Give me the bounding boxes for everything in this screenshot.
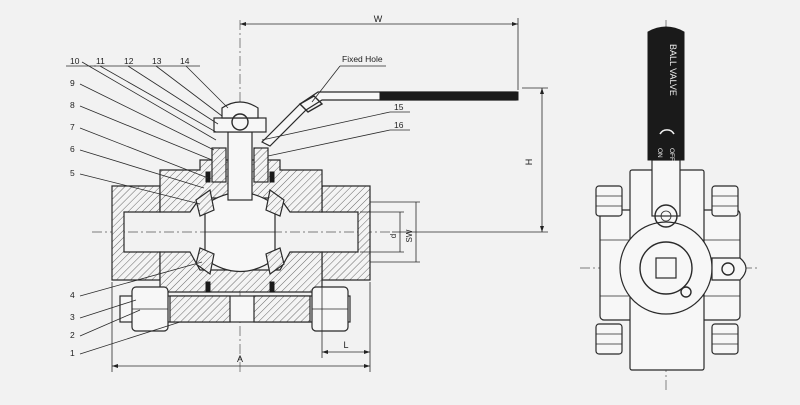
part-label-8: 8 [70, 100, 75, 110]
seat-upper-right [265, 188, 285, 217]
side-handle [647, 26, 685, 161]
dimension-h-label: H [524, 159, 534, 166]
stem [227, 131, 253, 201]
part-label-13: 13 [152, 56, 162, 66]
part-label-4: 4 [70, 290, 75, 300]
lock-pin [680, 286, 692, 298]
side-bolt-bottom-left [595, 323, 623, 355]
handle-label-on: ON [656, 148, 663, 158]
handle-grip [379, 91, 519, 101]
part-label-7: 7 [70, 122, 75, 132]
dimension-a: A [111, 282, 371, 372]
part-labels-top: 11 12 13 14 [94, 56, 229, 133]
part-label-9: 9 [70, 78, 75, 88]
lock-tab [711, 257, 747, 281]
part-label-11: 11 [96, 56, 105, 66]
handle-label-off: OFF [668, 148, 675, 161]
stem-square [655, 257, 677, 279]
bolt-body-left [169, 295, 231, 323]
on-off-arrow-icon [659, 129, 675, 135]
lock-tab-hole [721, 262, 735, 276]
part-label-6: 6 [70, 144, 75, 154]
side-hub-inner [639, 241, 693, 295]
side-bolt-top-right [711, 185, 739, 217]
dimension-d-label: d [389, 234, 398, 238]
bolt-body-right [253, 295, 311, 323]
part-labels-right: 15 16 [261, 102, 410, 157]
dimension-sw-label: SW [405, 229, 414, 242]
seat-lower-right [265, 247, 285, 276]
side-stem-nut [654, 204, 678, 228]
dimension-w: W [240, 14, 519, 90]
part-label-5: 5 [70, 168, 75, 178]
left-end-connector [111, 185, 161, 281]
part-labels-left: 1 2 3 4 5 6 7 8 9 10 [66, 56, 217, 358]
part-label-15: 15 [394, 102, 404, 112]
handle-label-group: BALL VALVE ON OFF [656, 44, 678, 161]
handle-label-ball-valve: BALL VALVE [668, 44, 678, 96]
seat-upper-left [195, 188, 215, 217]
fixed-hole-annotation: Fixed Hole [311, 54, 386, 103]
packing-right [253, 147, 269, 183]
part-label-3: 3 [70, 312, 75, 322]
part-label-10: 10 [70, 56, 80, 66]
side-bolt-top-left [595, 185, 623, 217]
side-handle-shank [651, 159, 681, 217]
side-bolt-bottom-right [711, 323, 739, 355]
part-label-12: 12 [124, 56, 134, 66]
part-label-16: 16 [394, 120, 404, 130]
dimension-l-label: L [343, 340, 348, 350]
right-end-connector [321, 185, 371, 281]
stem-nut-hole [231, 113, 249, 131]
fixed-hole-label: Fixed Hole [342, 54, 383, 64]
dimension-l: L [321, 282, 370, 358]
dimension-h: H [392, 87, 548, 233]
packing-left [211, 147, 227, 183]
dimension-w-label: W [374, 14, 383, 24]
part-label-1: 1 [70, 348, 75, 358]
part-label-2: 2 [70, 330, 75, 340]
seat-lower-left [195, 247, 215, 276]
dimension-d-sw: d SW [360, 201, 420, 263]
stem-nut [221, 101, 259, 119]
side-view: BALL VALVE ON OFF [580, 20, 760, 390]
part-label-14: 14 [180, 56, 190, 66]
section-view [92, 20, 519, 375]
dimension-a-label: A [237, 354, 243, 364]
